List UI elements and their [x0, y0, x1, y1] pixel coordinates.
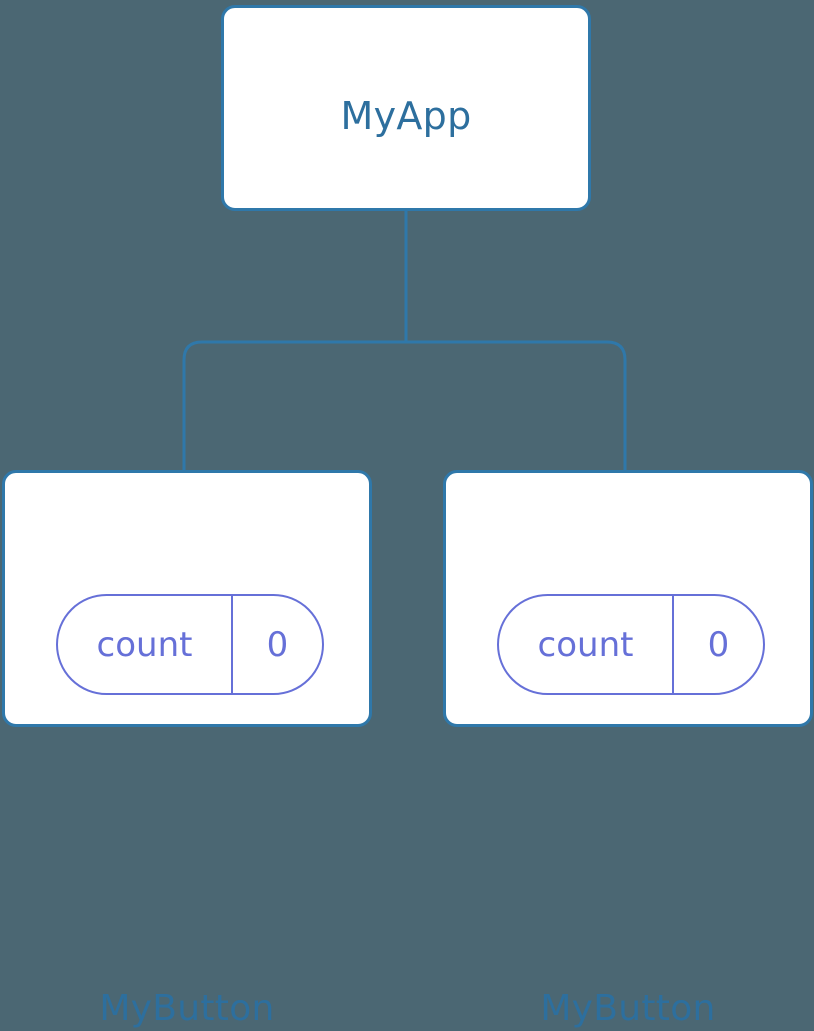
state-pill[interactable]: count 0	[497, 594, 765, 695]
diagram-canvas: MyApp MyButton count 0 MyButton count 0	[2, 5, 813, 1029]
state-key-label: count	[499, 596, 674, 693]
connector-branch-right	[406, 340, 627, 472]
connector-branch-left	[182, 340, 406, 472]
component-node-title: MyButton	[540, 988, 716, 1029]
component-node-title: MyButton	[99, 988, 275, 1029]
component-node-myapp[interactable]: MyApp	[221, 5, 591, 211]
state-pill[interactable]: count 0	[56, 594, 324, 695]
state-key-label: count	[58, 596, 233, 693]
state-value: 0	[266, 624, 289, 665]
component-node-mybutton-0[interactable]: MyButton count 0	[2, 470, 372, 1029]
state-value: 0	[707, 624, 730, 665]
component-node-title: MyApp	[340, 94, 472, 138]
component-node-mybutton-1[interactable]: MyButton count 0	[443, 470, 813, 1029]
